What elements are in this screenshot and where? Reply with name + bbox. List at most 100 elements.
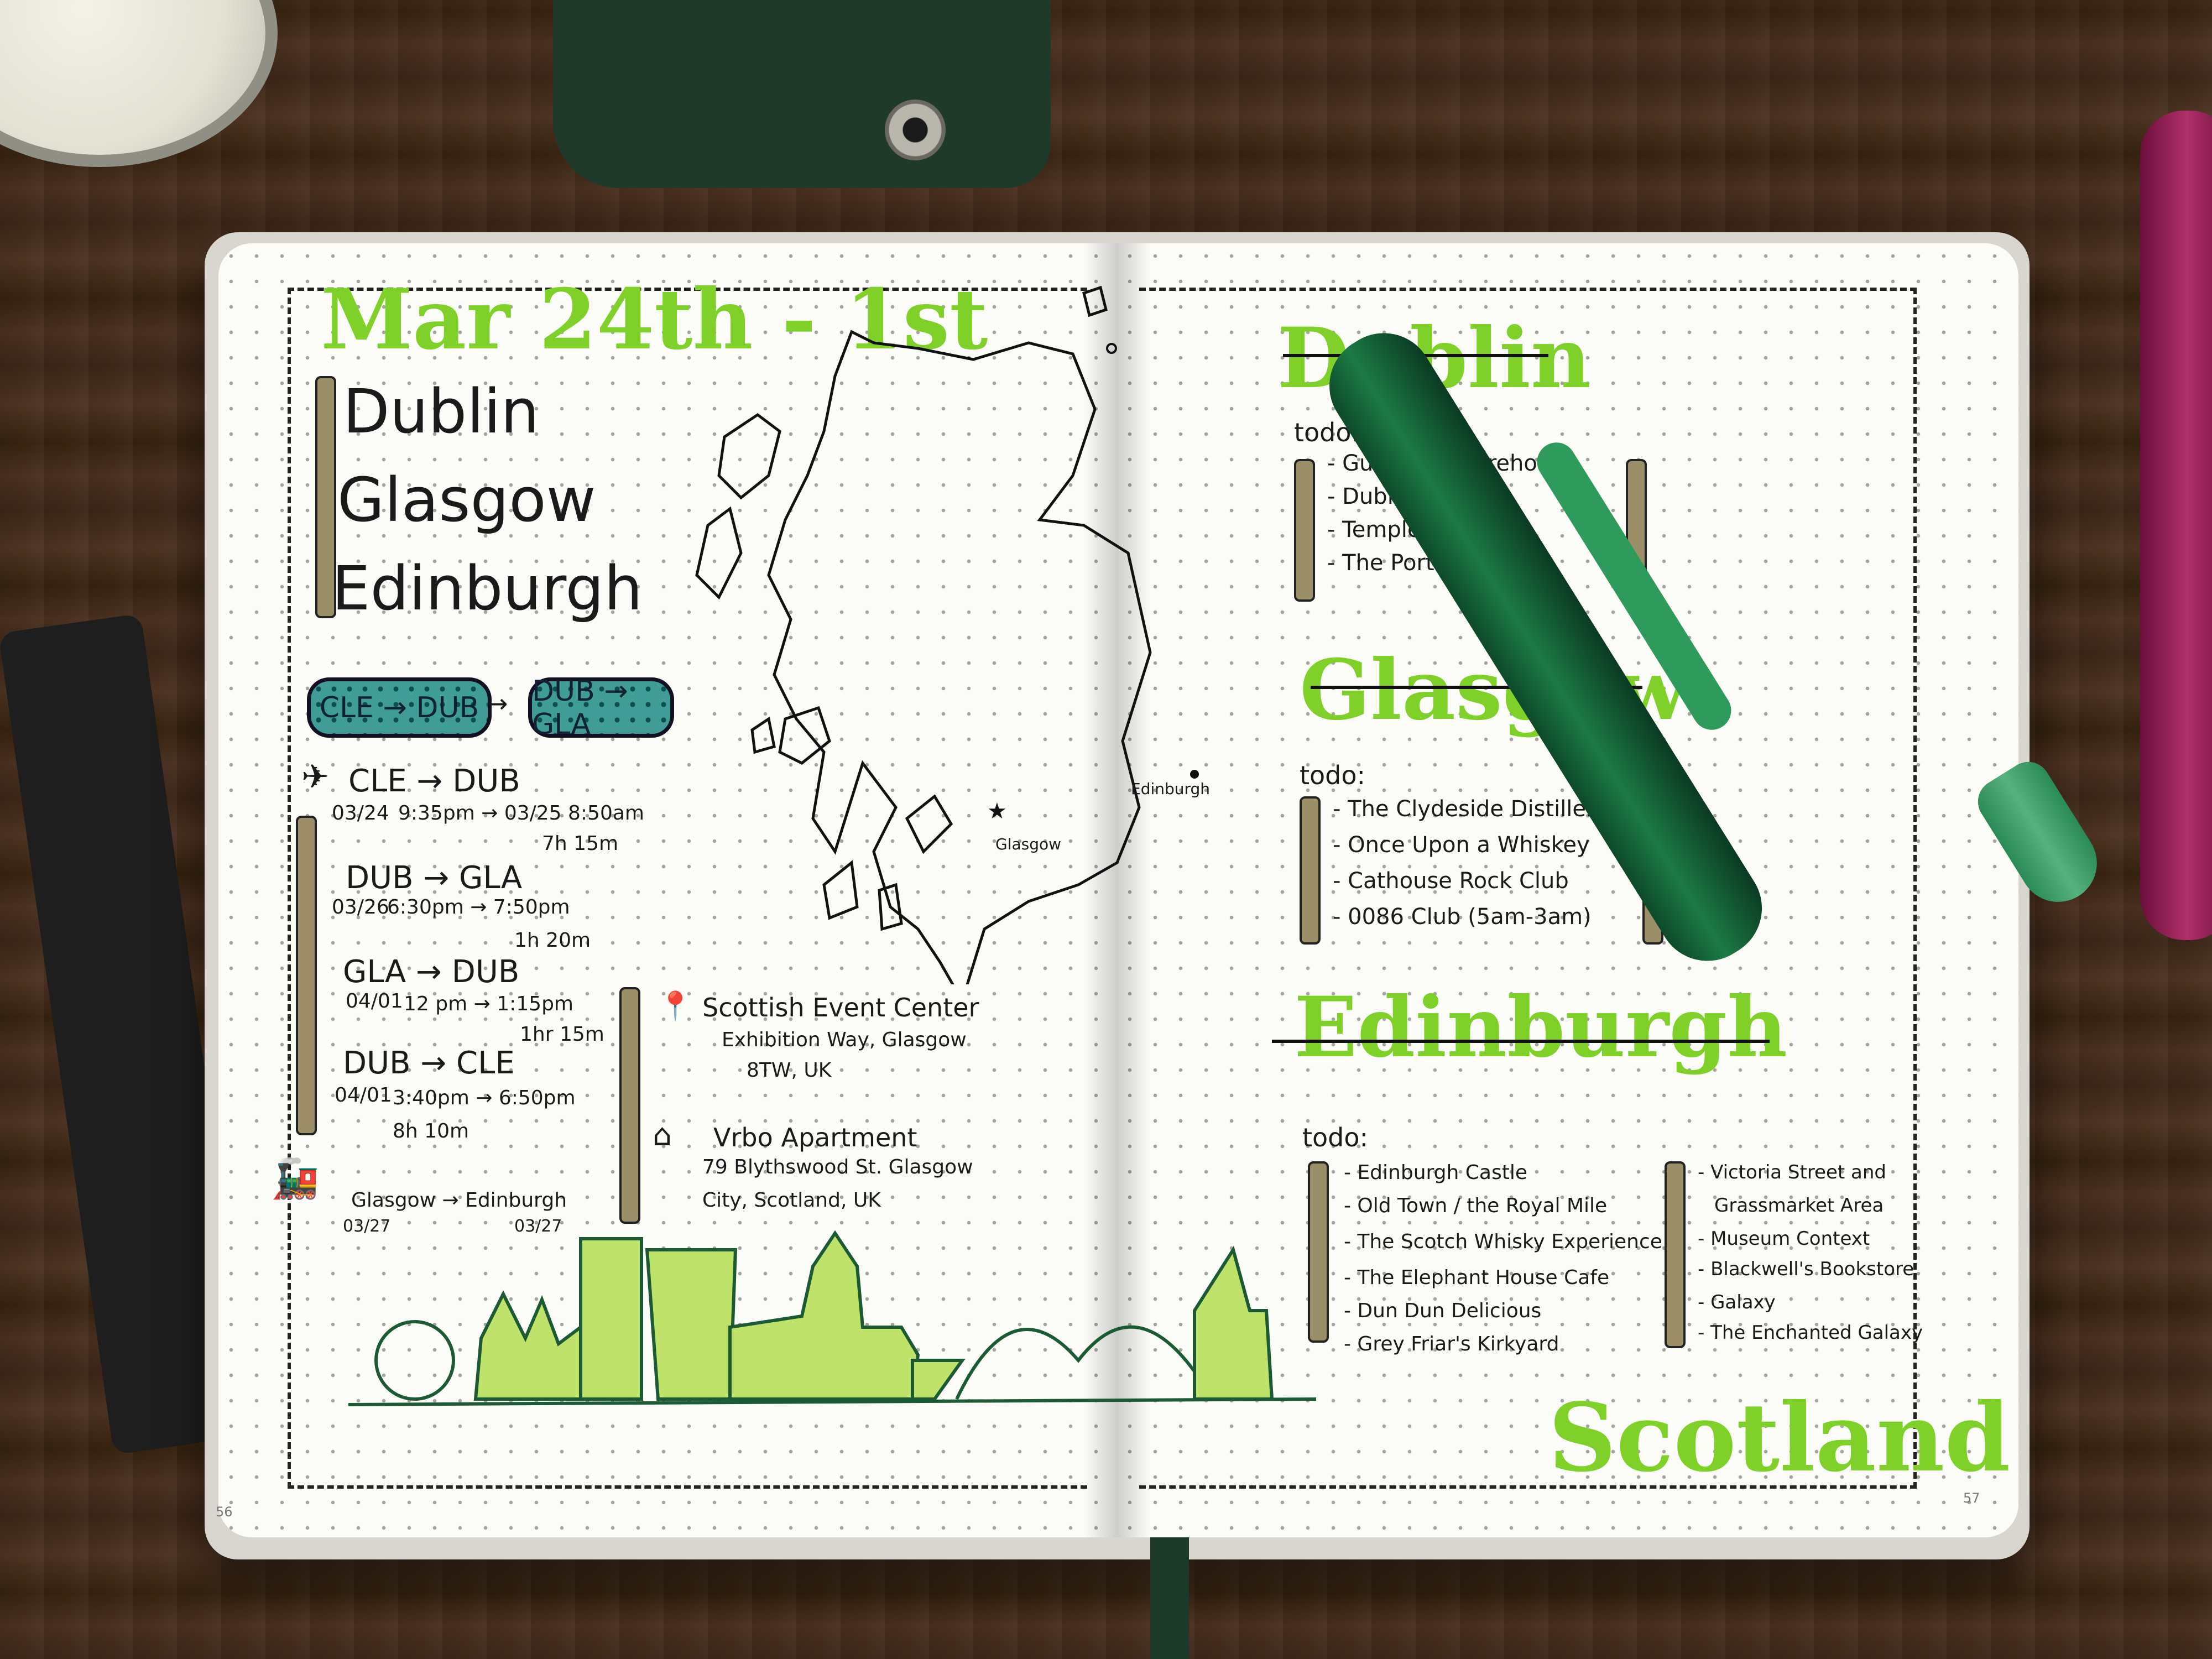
train-icon: 🚂 bbox=[271, 1156, 320, 1201]
lodging-line2: City, Scotland, UK bbox=[702, 1189, 881, 1212]
todo-item: - 0086 Club (5am-3am) bbox=[1333, 904, 1592, 930]
todo-item: - Museum Context bbox=[1698, 1228, 1870, 1250]
todo-bar-left bbox=[1300, 796, 1321, 945]
page-number-left: 56 bbox=[216, 1504, 233, 1520]
city-dublin: Dublin bbox=[343, 376, 540, 447]
flight-time: 9:35pm → 03/25 8:50am bbox=[398, 802, 644, 825]
todo-item: - The Scotch Whisky Experience bbox=[1344, 1230, 1662, 1253]
flights-bar bbox=[296, 816, 317, 1135]
bridge bbox=[955, 1325, 1196, 1400]
ribbon-bookmark bbox=[1150, 1537, 1189, 1659]
flight-time: 6:30pm → 7:50pm bbox=[387, 896, 570, 919]
skyline-building bbox=[911, 1359, 966, 1401]
grommet-icon bbox=[885, 100, 946, 160]
todo-item: - The Elephant House Cafe bbox=[1344, 1266, 1610, 1289]
todo-item: - Victoria Street and bbox=[1698, 1161, 1887, 1183]
flight-date: 03/24 bbox=[332, 802, 389, 825]
ticket-arrow: → bbox=[487, 688, 508, 718]
title-strike bbox=[1311, 686, 1642, 689]
footer-title-scotland: Scotland bbox=[1548, 1383, 2011, 1493]
todo-item: - Cathouse Rock Club bbox=[1333, 868, 1569, 894]
section-title-edinburgh: Edinburgh bbox=[1294, 979, 1788, 1076]
date-title: Mar 24th - 1st bbox=[321, 271, 988, 368]
skyline-building bbox=[473, 1290, 588, 1401]
edinburgh-dot bbox=[1190, 770, 1199, 779]
right-dashed-border bbox=[1139, 288, 1917, 1489]
flight-duration: 1h 20m bbox=[514, 929, 591, 952]
pink-pen bbox=[2140, 111, 2212, 940]
island-outline bbox=[1082, 285, 1108, 317]
island-outline bbox=[905, 794, 953, 854]
skyline-building bbox=[728, 1230, 920, 1401]
island-outline bbox=[1106, 343, 1117, 354]
mainland-outline bbox=[767, 330, 1152, 984]
island-outline bbox=[717, 413, 781, 500]
venue-line2: 8TW, UK bbox=[747, 1059, 832, 1082]
skyline-building bbox=[579, 1237, 643, 1401]
airplane-icon: ✈ bbox=[301, 758, 330, 796]
todo-item: - The Clydeside Distillery bbox=[1333, 796, 1609, 822]
city-edinburgh: Edinburgh bbox=[332, 553, 643, 624]
flight-route: GLA → DUB bbox=[343, 954, 520, 990]
todo-item: - Grey Friar's Kirkyard bbox=[1344, 1333, 1559, 1355]
map-label-glasgow: Glasgow bbox=[995, 835, 1062, 853]
island-outline bbox=[695, 506, 743, 600]
todo-item: - Blackwell's Bookstore bbox=[1698, 1258, 1914, 1280]
flight-route: DUB → CLE bbox=[343, 1045, 515, 1081]
todo-item: Grassmarket Area bbox=[1714, 1194, 1884, 1217]
island-outline bbox=[822, 860, 859, 920]
train-route: Glasgow → Edinburgh bbox=[351, 1189, 567, 1212]
skyline-building bbox=[1193, 1245, 1274, 1401]
venue-name: Scottish Event Center bbox=[702, 993, 979, 1022]
train-date-to: 03/27 bbox=[514, 1217, 562, 1236]
todo-bar-left bbox=[1308, 1161, 1329, 1343]
flight-date: 03/26 bbox=[332, 896, 389, 919]
todo-item: - Edinburgh Castle bbox=[1344, 1161, 1528, 1184]
flight-route: CLE → DUB bbox=[348, 763, 520, 799]
skyline-building bbox=[645, 1248, 738, 1401]
todo-bar-middle bbox=[1665, 1161, 1686, 1348]
venue-line1: Exhibition Way, Glasgow bbox=[722, 1029, 967, 1051]
todo-label: todo: bbox=[1302, 1123, 1369, 1152]
places-bar bbox=[619, 987, 640, 1224]
ferris-wheel bbox=[374, 1320, 455, 1401]
skyline-illustration bbox=[348, 1230, 1316, 1406]
island-outline bbox=[750, 716, 776, 754]
ground-line bbox=[348, 1397, 1316, 1406]
flight-duration: 1hr 15m bbox=[520, 1023, 604, 1046]
flight-duration: 7h 15m bbox=[542, 832, 619, 855]
flight-time: 12 pm → 1:15pm bbox=[404, 993, 573, 1015]
train-date-from: 03/27 bbox=[343, 1217, 391, 1236]
flight-date: 04/01 bbox=[335, 1084, 392, 1107]
todo-label: todo: bbox=[1300, 760, 1366, 790]
map-label-edinburgh: Edinburgh bbox=[1131, 780, 1211, 798]
todo-item: - Dun Dun Delicious bbox=[1344, 1300, 1542, 1322]
ticket-label: CLE → DUB bbox=[319, 691, 479, 724]
ticket-dub-gla: DUB → GLA bbox=[528, 674, 674, 741]
glasgow-star-icon: ★ bbox=[987, 799, 1007, 824]
todo-item: - The Enchanted Galaxy bbox=[1698, 1322, 1923, 1344]
city-glasgow: Glasgow bbox=[337, 465, 596, 535]
house-icon: ⌂ bbox=[653, 1117, 672, 1152]
venue-pin-icon: 📍 bbox=[658, 990, 693, 1022]
page-number-right: 57 bbox=[1963, 1490, 1980, 1506]
ticket-cle-dub: CLE → DUB bbox=[307, 677, 492, 738]
title-strike bbox=[1272, 1040, 1770, 1043]
todo-item: - Galaxy bbox=[1698, 1291, 1776, 1313]
island-outline bbox=[778, 706, 831, 765]
todo-bar-left bbox=[1294, 459, 1315, 602]
cities-bar bbox=[315, 376, 336, 618]
island-outline bbox=[878, 883, 903, 931]
flight-date: 04/01 bbox=[346, 990, 403, 1013]
bag-strap bbox=[553, 0, 1051, 188]
notebook-gutter bbox=[1084, 243, 1150, 1537]
lodging-name: Vrbo Apartment bbox=[713, 1123, 917, 1152]
ticket-label: DUB → GLA bbox=[532, 674, 628, 741]
todo-item: - Old Town / the Royal Mile bbox=[1344, 1194, 1608, 1217]
flight-duration: 8h 10m bbox=[393, 1120, 469, 1142]
scotland-map: ★ bbox=[695, 285, 1199, 984]
left-dashed-border bbox=[288, 288, 1087, 1489]
todo-item: - Once Upon a Whiskey bbox=[1333, 832, 1590, 858]
flight-time: 3:40pm → 6:50pm bbox=[393, 1087, 576, 1109]
flight-route: DUB → GLA bbox=[346, 860, 523, 896]
